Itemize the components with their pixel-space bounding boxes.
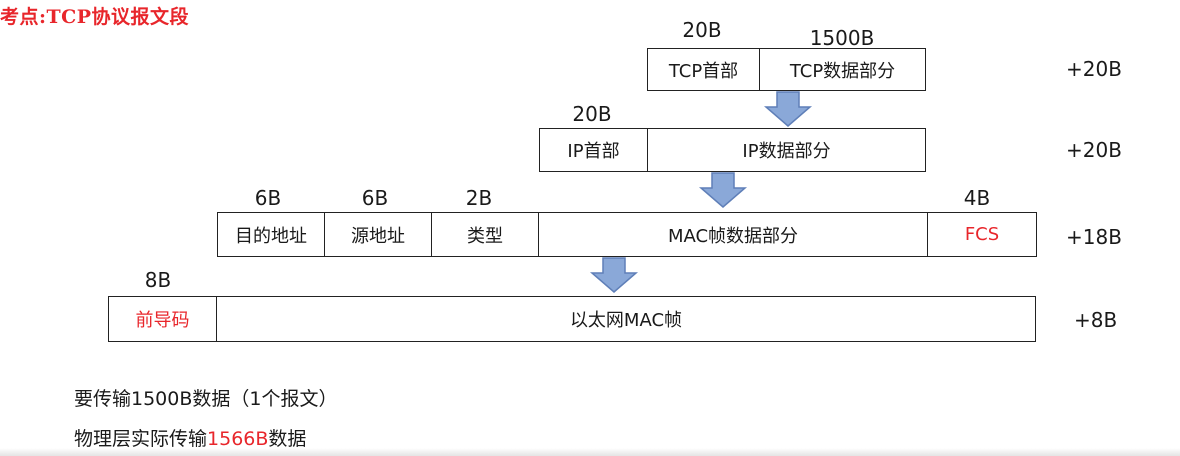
cell-ip-header: IP首部 xyxy=(539,128,648,172)
sum-row-mac: +18B xyxy=(1066,225,1122,249)
cell-dest-address: 目的地址 xyxy=(217,212,325,257)
cell-preamble: 前导码 xyxy=(108,296,217,342)
size-ip-header: 20B xyxy=(572,102,612,126)
cell-fcs: FCS xyxy=(927,212,1037,257)
cell-mac-data: MAC帧数据部分 xyxy=(538,212,928,257)
size-type: 2B xyxy=(465,186,493,210)
size-fcs: 4B xyxy=(963,186,991,210)
cell-src-address: 源地址 xyxy=(324,212,432,257)
size-src-address: 6B xyxy=(361,186,389,210)
down-arrow-icon xyxy=(698,172,748,208)
note-actual-highlight: 1566B xyxy=(207,428,269,450)
sum-row-tcp: +20B xyxy=(1066,57,1122,81)
size-tcp-header: 20B xyxy=(682,18,722,42)
note-actual-suffix: 数据 xyxy=(268,428,307,450)
down-arrow-icon xyxy=(589,257,639,293)
size-preamble: 8B xyxy=(144,268,172,292)
bottom-shadow xyxy=(0,448,1180,456)
sum-row-ip: +20B xyxy=(1066,138,1122,162)
cell-ip-data: IP数据部分 xyxy=(647,128,926,172)
note-transfer: 要传输1500B数据（1个报文） xyxy=(74,388,338,410)
size-dest-address: 6B xyxy=(254,186,282,210)
down-arrow-icon xyxy=(763,91,813,127)
sum-row-physical: +8B xyxy=(1074,308,1118,332)
page-title: 考点:TCP协议报文段 xyxy=(0,6,190,28)
size-tcp-data: 1500B xyxy=(809,26,875,50)
note-actual: 物理层实际传输1566B数据 xyxy=(74,424,306,451)
cell-tcp-header: TCP首部 xyxy=(647,48,760,91)
cell-tcp-data: TCP数据部分 xyxy=(759,48,926,91)
note-actual-prefix: 物理层实际传输 xyxy=(74,428,208,450)
cell-type: 类型 xyxy=(431,212,539,257)
cell-ethernet-frame: 以太网MAC帧 xyxy=(216,296,1036,342)
